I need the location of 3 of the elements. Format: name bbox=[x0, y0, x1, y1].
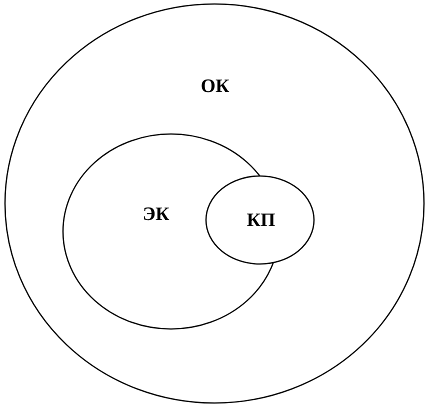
set-label: ЭК bbox=[142, 204, 170, 226]
set-label: КП bbox=[246, 210, 276, 232]
set-label: ОК bbox=[200, 76, 230, 98]
